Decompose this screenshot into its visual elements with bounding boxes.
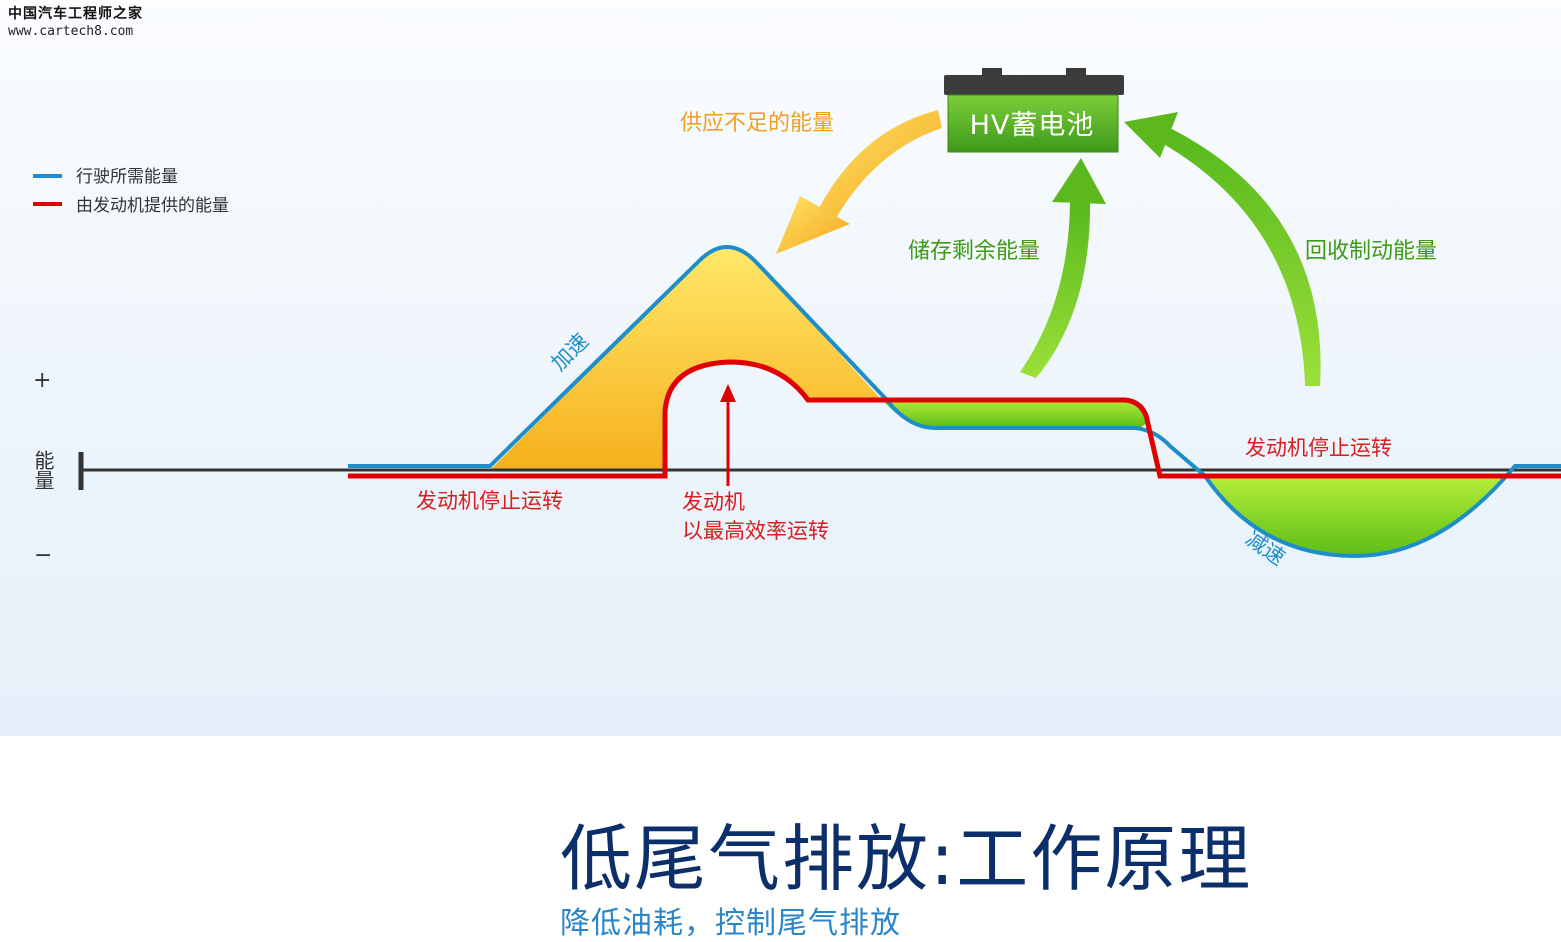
page-subtitle: 降低油耗，控制尾气排放 [560, 906, 901, 941]
axis-label-energy: 能量 [31, 450, 55, 490]
battery-label: HV蓄电池 [970, 110, 1095, 141]
label-store-surplus: 储存剩余能量 [908, 239, 1040, 264]
axis-plus-sign: + [33, 368, 51, 393]
label-supply-shortfall: 供应不足的能量 [680, 111, 834, 136]
engine-energy-line [348, 359, 1561, 479]
label-engine-efficient-line2: 以最高效率运转 [682, 519, 829, 543]
legend-label-demand: 行驶所需能量 [76, 167, 178, 187]
deficit-area-accelerate [490, 247, 880, 470]
battery-body [947, 94, 1119, 153]
label-engine-stop-right: 发动机停止运转 [1245, 436, 1392, 460]
energy-axis: + − 能量 [31, 368, 84, 568]
engine-efficiency-pointer-arrow [720, 384, 736, 486]
legend-label-engine: 由发动机提供的能量 [76, 196, 229, 216]
axis-minus-sign: − [34, 543, 52, 568]
recover-braking-arrow [1124, 112, 1321, 386]
supply-shortfall-arrow [776, 110, 942, 254]
label-accelerate: 加速 [547, 329, 594, 376]
label-engine-stop-left: 发动机停止运转 [416, 489, 563, 513]
battery-terminal-left [982, 68, 1002, 78]
legend: 行驶所需能量 由发动机提供的能量 [33, 167, 229, 216]
page-title: 低尾气排放:工作原理 [560, 817, 1253, 901]
watermark: 中国汽车工程师之家 www.cartech8.com [8, 6, 143, 40]
battery-top-cap [944, 75, 1124, 95]
watermark-url: www.cartech8.com [8, 23, 134, 39]
driving-energy-demand-line [348, 245, 1561, 559]
label-recover-braking: 回收制动能量 [1305, 239, 1437, 264]
store-surplus-arrow [1020, 158, 1106, 378]
energy-flow-diagram: 行驶所需能量 由发动机提供的能量 + − 能量 HV蓄电池 [31, 68, 1561, 570]
hv-battery: HV蓄电池 [944, 68, 1124, 153]
watermark-site-name: 中国汽车工程师之家 [8, 6, 143, 22]
label-engine-efficient-line1: 发动机 [682, 490, 745, 514]
battery-terminal-right [1066, 68, 1086, 78]
surplus-area-cruise [880, 398, 1148, 428]
